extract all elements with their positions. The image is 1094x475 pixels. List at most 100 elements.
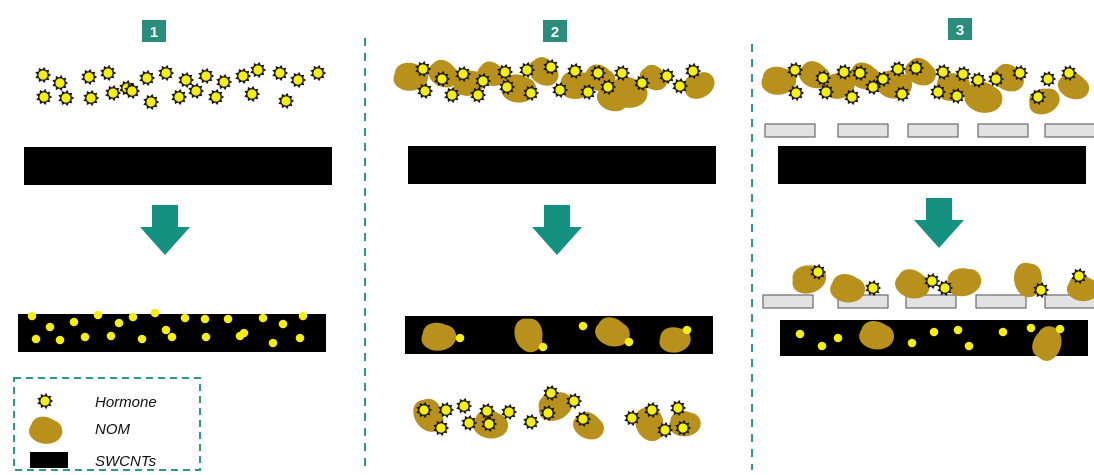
hormone-molecule [171, 88, 188, 106]
hormone-core [61, 93, 71, 103]
hormone-molecule [497, 63, 514, 81]
adsorbed-hormone-dot [167, 332, 177, 342]
hormone-core [952, 91, 962, 101]
legend-hormone-icon [37, 392, 54, 410]
panel-1-badge: 1 [142, 20, 166, 42]
nom-particle [947, 268, 982, 297]
hormone-molecule [624, 409, 641, 427]
hormone-molecule [417, 82, 434, 100]
legend-frame [13, 377, 201, 471]
hormone-molecule [143, 93, 160, 111]
hormone-molecule [788, 84, 805, 102]
coating-plate [764, 123, 816, 138]
panel-3-badge: 3 [948, 18, 972, 40]
hormone-molecule [519, 61, 536, 79]
hormone-core [201, 71, 211, 81]
hormone-molecule [455, 65, 472, 83]
hormone-core [1074, 271, 1084, 281]
adsorbed-hormone-dot [953, 325, 963, 335]
hormone-core [897, 89, 907, 99]
hormone-molecule [438, 401, 455, 419]
coating-plate [1044, 123, 1094, 138]
adsorbed-hormone-dot [964, 341, 974, 351]
hormone-molecule [178, 71, 195, 89]
adsorbed-hormone-dot [268, 338, 278, 348]
hormone-layer [35, 58, 1088, 439]
hormone-molecule [470, 86, 487, 104]
hormone-molecule [575, 410, 592, 428]
hormone-core [504, 407, 514, 417]
hormone-molecule [890, 60, 907, 78]
hormone-molecule [670, 399, 687, 417]
adsorbed-hormone-dot [200, 314, 210, 324]
hormone-molecule [310, 64, 327, 82]
hormone-molecule [290, 71, 307, 89]
adsorbed-hormone-dot [106, 331, 116, 341]
adsorbed-hormone-dot [114, 318, 124, 328]
hormone-core [593, 68, 603, 78]
adsorbed-hormone-dot [538, 342, 548, 352]
hormone-molecule [988, 70, 1005, 88]
hormone-core [893, 64, 903, 74]
hormone-molecule [865, 279, 882, 297]
legend-swcnts-label: SWCNTs [95, 453, 157, 470]
plates-layer [762, 123, 1094, 309]
adsorbed-hormone-dot [80, 332, 90, 342]
hormone-core [933, 87, 943, 97]
hormone-core [617, 68, 627, 78]
hormone-core [275, 68, 285, 78]
hormone-core [662, 71, 672, 81]
hormone-core [293, 75, 303, 85]
hormone-core [219, 77, 229, 87]
hormone-core [108, 88, 118, 98]
hormone-molecule [244, 85, 261, 103]
adsorbed-hormone-dot [223, 314, 233, 324]
hormone-core [791, 88, 801, 98]
adsorbed-hormone-dot [833, 333, 843, 343]
hormone-molecule [52, 74, 69, 92]
hormone-molecule [208, 88, 225, 106]
nom-particle [761, 66, 797, 95]
arrows-layer [140, 198, 964, 255]
hormone-molecule [278, 92, 295, 110]
hormone-core [55, 78, 65, 88]
adsorbed-hormone-dot [795, 329, 805, 339]
adsorbed-hormone-dot [137, 334, 147, 344]
swcnt-bar [24, 147, 332, 185]
hormone-core [790, 65, 800, 75]
hormone-core [660, 425, 670, 435]
coating-plate [837, 123, 889, 138]
hormone-core [868, 82, 878, 92]
nom-particle [895, 269, 930, 299]
hormone-core [958, 69, 968, 79]
hormone-molecule [523, 413, 540, 431]
hormone-core [502, 82, 512, 92]
hormone-molecule [787, 61, 804, 79]
nom-particle [659, 327, 691, 353]
hormone-core [174, 92, 184, 102]
hormone-molecule [818, 83, 835, 101]
hormone-molecule [1012, 64, 1029, 82]
hormone-core [1036, 285, 1046, 295]
legend-nom-label: NOM [95, 421, 131, 438]
hormone-molecule [461, 414, 478, 432]
hormone-molecule [100, 64, 117, 82]
hormone-core [238, 71, 248, 81]
hormone-core [813, 267, 823, 277]
adsorbed-hormone-dot [69, 317, 79, 327]
adsorbed-hormone-dot [907, 338, 917, 348]
hormone-molecule [566, 392, 583, 410]
hormone-molecule [523, 84, 540, 102]
hormone-molecule [810, 263, 827, 281]
nom-particle [684, 72, 715, 99]
hormone-molecule [35, 66, 52, 84]
panel-2-badge: 2 [543, 20, 567, 42]
adsorbed-hormone-dot [45, 322, 55, 332]
adsorbed-hormone-dot [817, 341, 827, 351]
nom-particle [573, 411, 604, 440]
hormone-molecule [614, 64, 631, 82]
hormone-core [637, 78, 647, 88]
hormone-molecule [836, 63, 853, 81]
dots-layer [27, 308, 1065, 352]
